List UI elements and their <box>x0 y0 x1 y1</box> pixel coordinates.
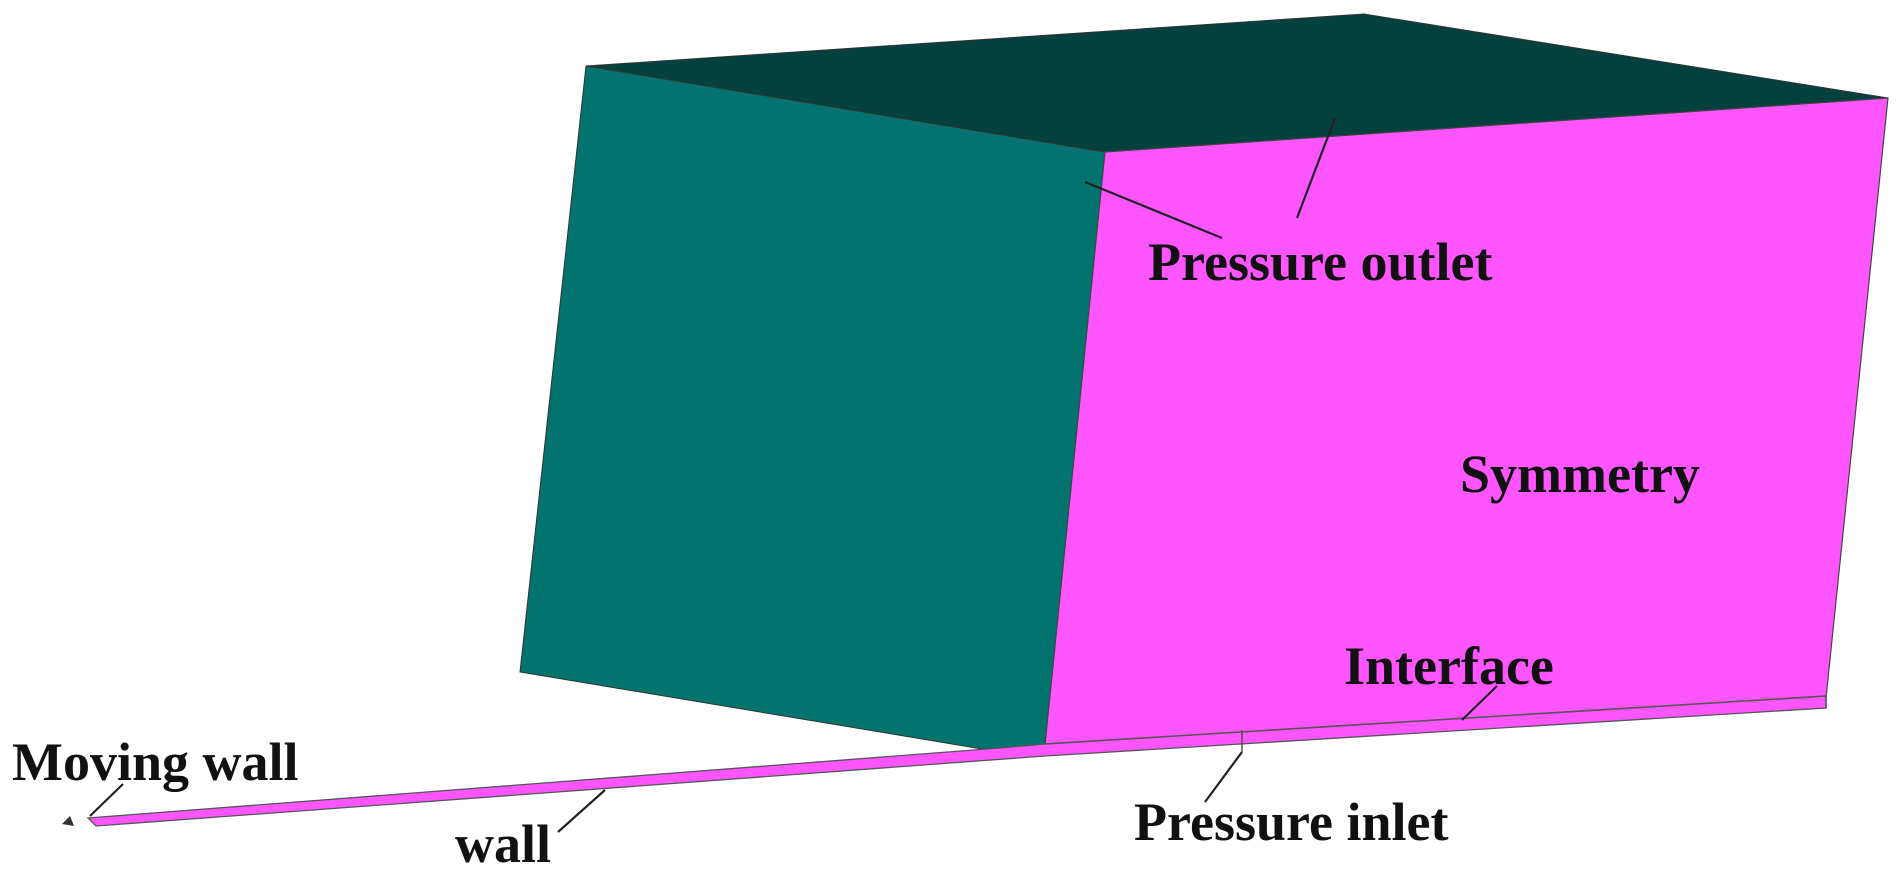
moving-wall-marker <box>62 816 74 826</box>
leader-pressure-outlet-top <box>1295 117 1337 219</box>
label-pressure-outlet: Pressure outlet <box>1148 232 1492 292</box>
leader-wall <box>557 789 606 833</box>
label-interface: Interface <box>1344 636 1554 696</box>
leader-interface <box>1461 685 1498 721</box>
leader-pressure-outlet-side <box>1084 180 1223 240</box>
interface-line <box>1044 695 1827 745</box>
leader-pressure-inlet <box>1204 751 1243 803</box>
label-symmetry: Symmetry <box>1460 444 1700 504</box>
label-moving-wall: Moving wall <box>12 732 299 792</box>
leader-moving-wall <box>89 783 124 817</box>
label-pressure-inlet: Pressure inlet <box>1134 792 1448 852</box>
label-wall: wall <box>455 814 551 872</box>
side-face <box>519 65 1106 753</box>
